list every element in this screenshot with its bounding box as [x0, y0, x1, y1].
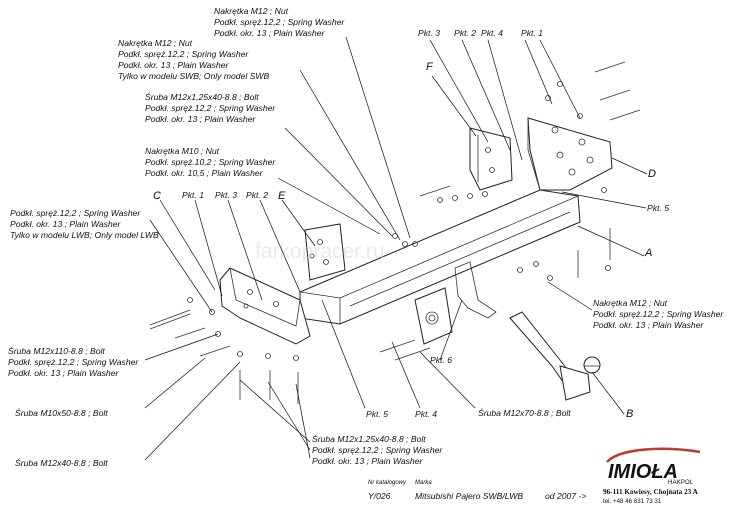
callout-line: Tylko w modelu LWB; Only model LWB	[10, 230, 159, 240]
callout-bolt-m12x125: Śruba M12x1,25x40-8.8 ; Bolt Podkł. sprę…	[145, 91, 276, 124]
company-address: 96-111 Kowiesy, Chojnata 23 A	[603, 488, 699, 496]
company-phone: tel. +48 46 831 73 31	[603, 498, 662, 505]
callout-line: Śruba M12x110-8.8 ; Bolt	[8, 345, 105, 356]
part-letter-d: D	[648, 168, 656, 180]
point-labels: Pkt. 3 Pkt. 2 Pkt. 4 Pkt. 1 Pkt. 1 Pkt. …	[182, 28, 669, 419]
watermark-text: farkopracer.ru	[255, 240, 385, 263]
callout-line: Podkł. okr. 13 ; Plain Washer	[145, 114, 256, 124]
callout-top-nut-m12: Nakrętka M12 ; Nut Podkł. spręż.12,2 ; S…	[214, 6, 345, 38]
callout-line: Nakrętka M10 ; Nut	[145, 146, 220, 156]
title-block: Nr katalogowy Marka Y/026 Mitsubishi Paj…	[368, 480, 586, 501]
callout-line: Nakrętka M12 ; Nut	[214, 6, 289, 16]
drawing-geometry	[149, 61, 641, 404]
callout-line: Podkł. spręż.12,2 ; Spring Washer	[145, 103, 276, 113]
callout-nut-m12-swb: Nakrętka M12 ; Nut Podkł. spręż.12,2 ; S…	[118, 38, 269, 81]
washer-set	[187, 81, 611, 361]
right-bracket	[527, 117, 613, 191]
leader-lines	[144, 36, 648, 461]
callout-line: Podkł. okr. 13 ; Plain Washer	[118, 60, 229, 70]
callout-line: Podkł. okr. 13 ; Plain Washer	[10, 219, 121, 229]
pkt-label: Pkt. 6	[430, 355, 452, 365]
part-letter-a: A	[644, 247, 652, 259]
pkt-label: Pkt. 2	[246, 190, 268, 200]
pkt-label: Pkt. 1	[521, 28, 543, 38]
logo-subtitle: HAKPOL	[668, 479, 694, 486]
callout-bolt-m10x50: Śruba M10x50-8.8 ; Bolt	[15, 407, 108, 418]
pkt-label: Pkt. 3	[215, 190, 237, 200]
bolt-set	[149, 61, 641, 404]
catalog-number: Y/026	[368, 491, 391, 501]
part-letters: F D C E A B	[153, 61, 656, 420]
callout-line: Podkł. spręż.12,2 ; Spring Washer	[8, 357, 139, 367]
callout-line: Podkł. okr. 13 ; Plain Washer	[312, 456, 423, 466]
pkt-label: Pkt. 5	[647, 203, 669, 213]
pkt-label: Pkt. 1	[182, 190, 204, 200]
part-letter-c: C	[153, 190, 161, 202]
callout-bolt-m12x110: Śruba M12x110-8.8 ; Bolt Podkł. spręż.12…	[8, 345, 139, 378]
logo-swoosh	[606, 447, 701, 463]
callout-nut-m10: Nakrętka M10 ; Nut Podkł. spręż.10,2 ; S…	[145, 146, 276, 178]
callout-line: Podkł. okr. 13 ; Plain Washer	[214, 28, 325, 38]
catalog-number-label: Nr katalogowy	[368, 480, 407, 486]
callout-line: Podkł. spręż.10,2 ; Spring Washer	[145, 157, 276, 167]
callout-bottom-bolt: Śruba M12x1,25x40-8.8 ; Bolt Podkł. sprę…	[312, 433, 443, 466]
callout-bolt-m12x70: Śruba M12x70-8.8 ; Bolt	[478, 407, 571, 418]
socket-plate	[414, 261, 497, 345]
callout-line: Nakrętka M12 ; Nut	[593, 298, 668, 308]
left-bracket-c	[219, 267, 311, 345]
model-years: od 2007 ->	[545, 491, 586, 501]
callout-right-nut-m12: Nakrętka M12 ; Nut Podkł. spręż.12,2 ; S…	[593, 298, 724, 330]
callout-line: Podkł. spręż.12,2 ; Spring Washer	[10, 208, 141, 218]
logo-wordmark: IMIOŁA	[608, 461, 678, 483]
callout-line: Śruba M12x1,25x40-8.8 ; Bolt	[312, 433, 426, 444]
callout-line: Nakrętka M12 ; Nut	[118, 38, 193, 48]
pkt-label: Pkt. 3	[418, 28, 440, 38]
callout-line: Podkł. okr. 13 ; Plain Washer	[8, 368, 119, 378]
callout-line: Podkł. spręż.12,2 ; Spring Washer	[118, 49, 249, 59]
part-letter-f: F	[426, 61, 434, 73]
callout-line: Podkł. spręż.12,2 ; Spring Washer	[312, 445, 443, 455]
callout-bolt-m12x40: Śruba M12x40-8.8 ; Bolt	[15, 457, 108, 468]
part-letter-b: B	[626, 408, 633, 420]
pkt-label: Pkt. 4	[481, 28, 503, 38]
plate-e	[304, 223, 346, 281]
pkt-label: Pkt. 4	[415, 409, 437, 419]
callout-line: Tylko w modelu SWB; Only model SWB	[118, 71, 269, 81]
plate-f	[469, 127, 513, 191]
pkt-label: Pkt. 2	[454, 28, 476, 38]
company-logo: IMIOŁA HAKPOL 96-111 Kowiesy, Chojnata 2…	[603, 447, 701, 505]
pkt-label: Pkt. 5	[366, 409, 388, 419]
callout-left-washer-lwb: Podkł. spręż.12,2 ; Spring Washer Podkł.…	[10, 208, 159, 240]
callout-line: Podkł. spręż.12,2 ; Spring Washer	[214, 17, 345, 27]
part-letter-e: E	[278, 190, 286, 202]
callout-line: Podkł. okr. 13 ; Plain Washer	[593, 320, 704, 330]
brand-label: Marka	[415, 480, 432, 486]
callout-line: Podkł. okr. 10,5 ; Plain Washer	[145, 168, 264, 178]
callout-line: Śruba M12x1,25x40-8.8 ; Bolt	[145, 91, 259, 102]
towball-b	[509, 311, 601, 401]
vehicle-model: Mitsubishi Pajero SWB/LWB	[415, 491, 523, 501]
callout-line: Podkł. spręż.12,2 ; Spring Washer	[593, 309, 724, 319]
